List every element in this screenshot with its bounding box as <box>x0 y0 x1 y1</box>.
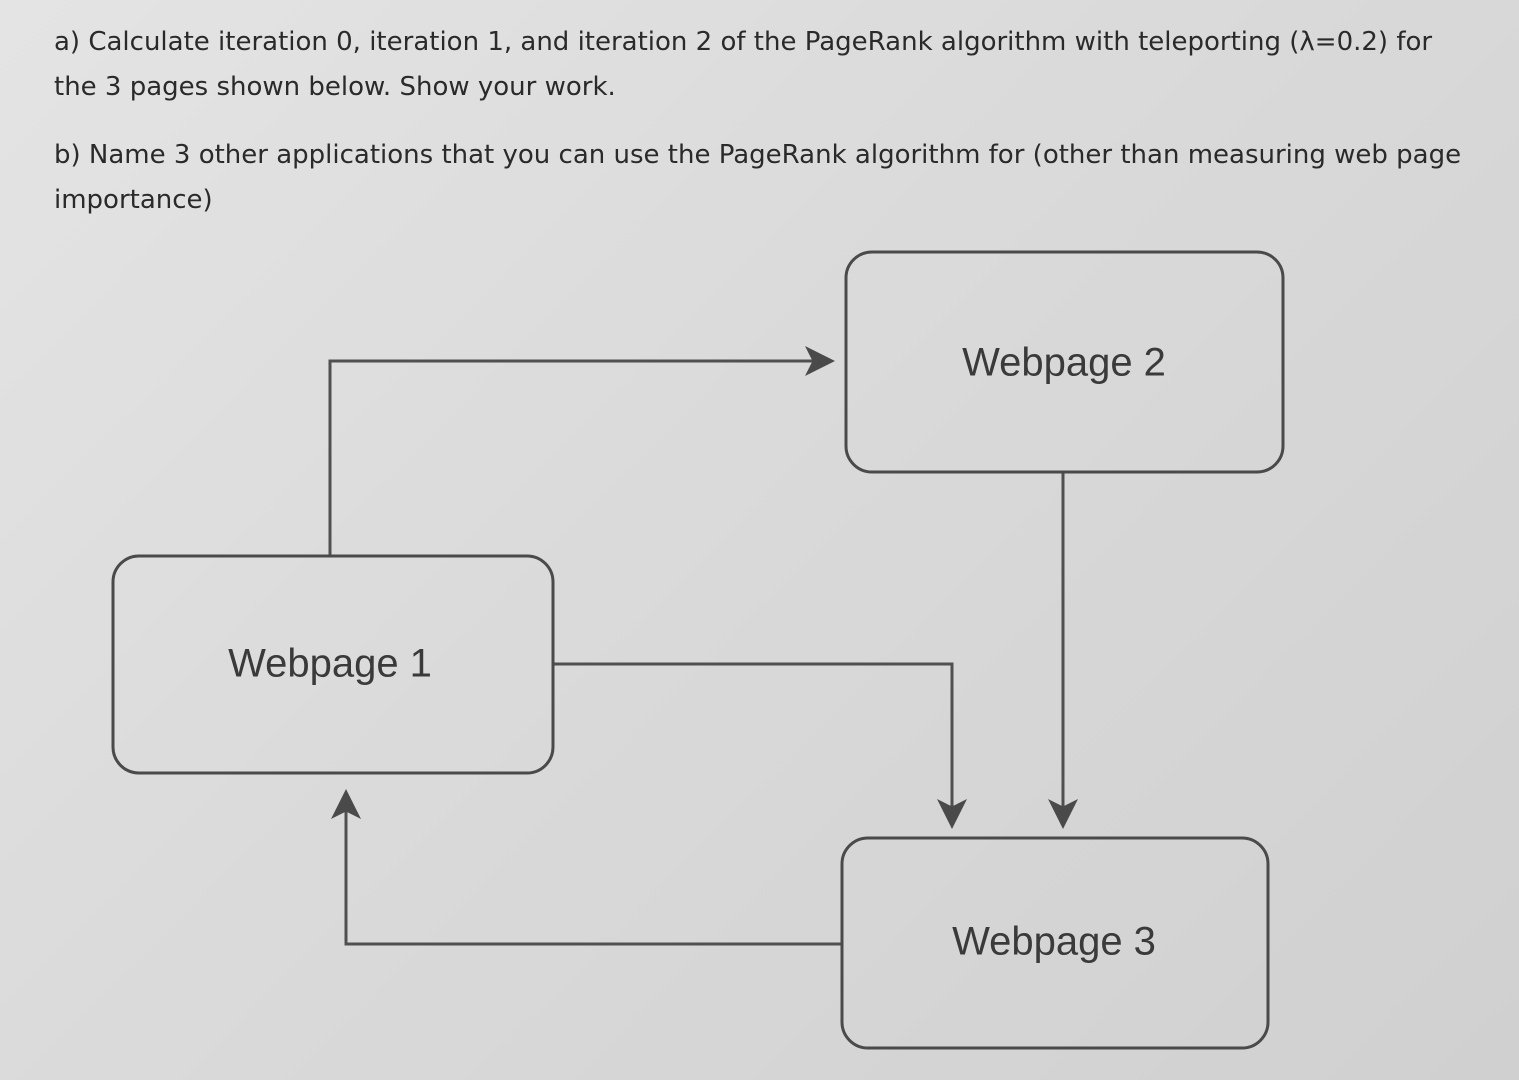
question-a: a) Calculate iteration 0, iteration 1, a… <box>54 27 1433 102</box>
node-webpage3-label: Webpage 3 <box>952 920 1156 964</box>
edge-webpage1-to-webpage2 <box>328 346 835 555</box>
edge-webpage1-to-webpage3 <box>553 662 967 829</box>
node-webpage2-label: Webpage 2 <box>962 341 1166 385</box>
node-webpage1: Webpage 1 <box>111 554 555 775</box>
node-webpage2: Webpage 2 <box>844 250 1285 474</box>
question-b: b) Name 3 other applications that you ca… <box>54 140 1462 215</box>
edge-webpage3-to-webpage1 <box>331 789 843 946</box>
node-webpage1-label: Webpage 1 <box>228 642 432 686</box>
node-webpage3: Webpage 3 <box>840 836 1270 1050</box>
